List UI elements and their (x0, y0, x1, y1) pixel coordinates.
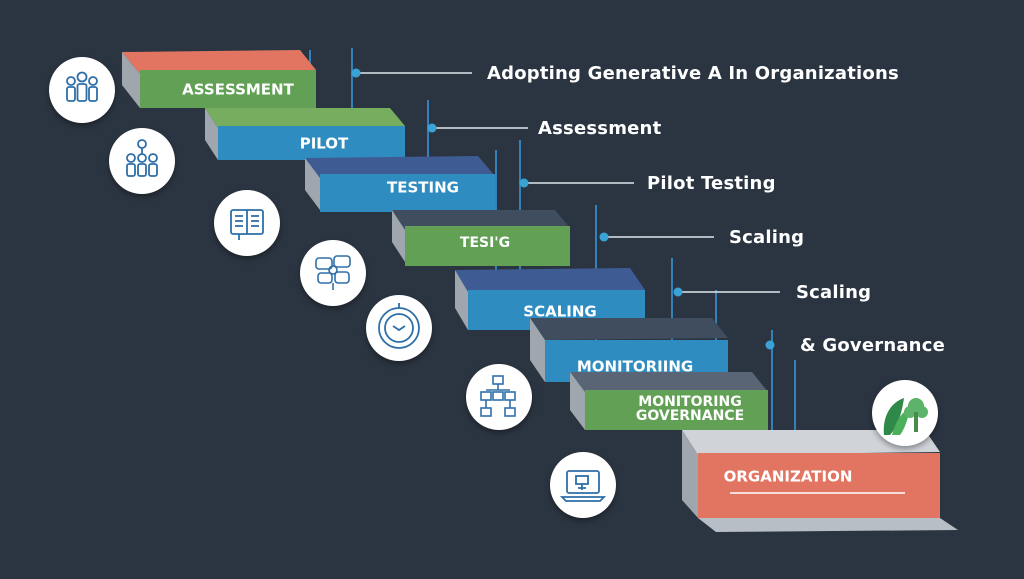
step-label: ASSESSMENT (182, 81, 294, 99)
people-network-icon (109, 128, 175, 194)
annotation-scaling-1: Scaling (729, 227, 805, 248)
chat-bubbles-icon (300, 240, 366, 306)
step-label: MONITORIING (577, 358, 693, 376)
leaf-plant-icon (872, 380, 938, 446)
flowchart-icon (466, 364, 532, 430)
step-testing: TESTING (305, 156, 495, 212)
step-label: TESTING (387, 179, 459, 197)
step-label-line2: GOVERNANCE (636, 408, 744, 424)
step-monitoring-governance: MONITORING GOVERNANCE (570, 372, 768, 430)
annotation-governance: & Governance (800, 335, 945, 356)
step-testing-alt: TESI'G (392, 210, 570, 266)
step-organization: ORGANIZATION (682, 430, 958, 532)
step-label-line1: MONITORING (638, 394, 741, 410)
gauge-icon (366, 295, 432, 361)
annotation-pilot-testing: Pilot Testing (647, 173, 776, 194)
annotation-title: Adopting Generative A In Organizations (487, 63, 899, 84)
laptop-icon (550, 452, 616, 518)
team-icon (49, 57, 115, 123)
document-icon (214, 190, 280, 256)
step-pilot: PILOT (205, 108, 405, 160)
step-label: SCALING (523, 303, 596, 321)
annotation-scaling-2: Scaling (796, 282, 872, 303)
step-label: TESI'G (460, 235, 510, 251)
annotation-leaders (351, 68, 780, 350)
annotation-assessment: Assessment (538, 118, 662, 139)
step-assessment: ASSESSMENT (122, 50, 316, 108)
step-label: PILOT (300, 135, 349, 153)
step-label: ORGANIZATION (724, 468, 853, 486)
